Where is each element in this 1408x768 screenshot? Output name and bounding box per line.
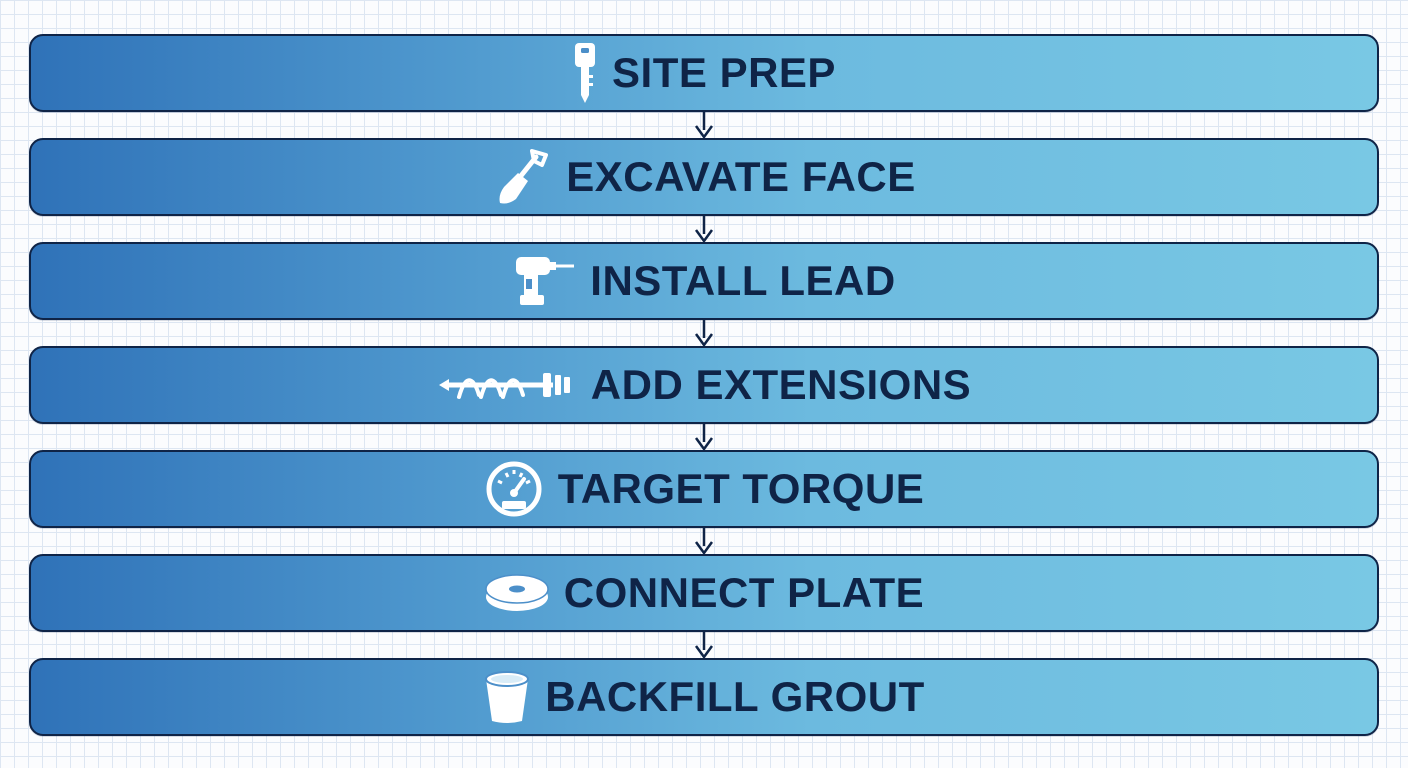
drill-icon: [512, 249, 576, 313]
step-label: INSTALL LEAD: [590, 257, 896, 304]
step-excavate-face: EXCAVATE FACE: [29, 138, 1379, 216]
plate-icon: [484, 561, 550, 625]
step-site-prep: SITE PREP: [29, 34, 1379, 112]
step-label: EXCAVATE FACE: [566, 153, 916, 200]
gauge-icon: [484, 457, 544, 521]
step-backfill-grout: BACKFILL GROUT: [29, 658, 1379, 736]
step-label: ADD EXTENSIONS: [590, 361, 972, 408]
arrow-down-icon: [694, 110, 714, 139]
arrow-down-icon: [694, 214, 714, 243]
step-label: CONNECT PLATE: [563, 569, 925, 616]
step-label: SITE PREP: [612, 49, 836, 96]
helical-pile-icon: [437, 353, 577, 417]
bucket-icon: [483, 665, 531, 729]
step-add-extensions: ADD EXTENSIONS: [29, 346, 1379, 424]
arrow-down-icon: [694, 422, 714, 451]
shovel-icon: [492, 145, 552, 209]
step-label: BACKFILL GROUT: [545, 673, 925, 720]
step-target-torque: TARGET TORQUE: [29, 450, 1379, 528]
arrow-down-icon: [694, 318, 714, 347]
step-label: TARGET TORQUE: [557, 465, 925, 512]
step-install-lead: INSTALL LEAD: [29, 242, 1379, 320]
arrow-down-icon: [694, 526, 714, 555]
key-icon: [572, 41, 598, 105]
arrow-down-icon: [694, 630, 714, 659]
step-connect-plate: CONNECT PLATE: [29, 554, 1379, 632]
